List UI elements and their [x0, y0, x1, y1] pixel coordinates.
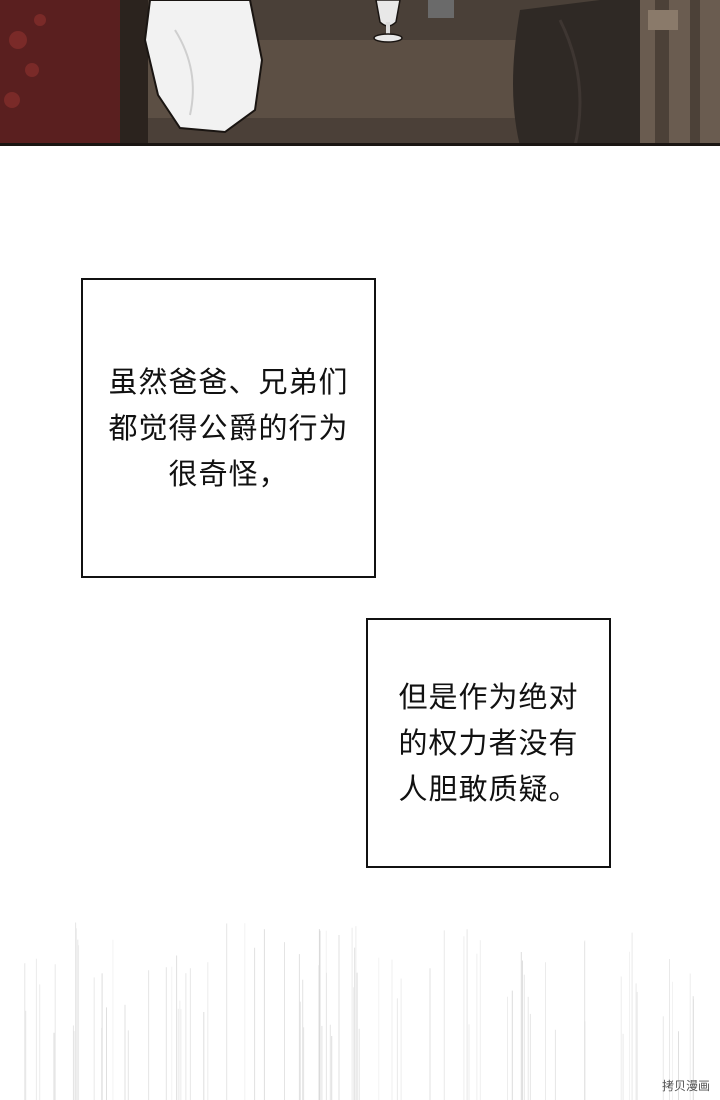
- caption-text-1: 虽然爸爸、兄弟们 都觉得公爵的行为 很奇怪，: [108, 359, 348, 497]
- caption-text-2: 但是作为绝对 的权力者没有 人胆敢质疑。: [398, 674, 578, 812]
- caption-box-2: 但是作为绝对 的权力者没有 人胆敢质疑。: [366, 618, 611, 868]
- scene-artwork: [0, 0, 720, 146]
- panel-border: [0, 143, 720, 146]
- caption-line: 很奇怪，: [168, 457, 289, 491]
- caption-line: 都觉得公爵的行为: [108, 411, 349, 445]
- caption-line: 的权力者没有: [398, 726, 579, 760]
- illustration-panel: [0, 0, 720, 146]
- caption-line: 人胆敢质疑。: [398, 772, 579, 806]
- caption-line: 但是作为绝对: [398, 680, 579, 714]
- speed-lines: [24, 922, 694, 1100]
- caption-box-1: 虽然爸爸、兄弟们 都觉得公爵的行为 很奇怪，: [81, 278, 376, 578]
- watermark-text: 拷贝漫画: [661, 1079, 710, 1093]
- caption-line: 虽然爸爸、兄弟们: [108, 365, 349, 399]
